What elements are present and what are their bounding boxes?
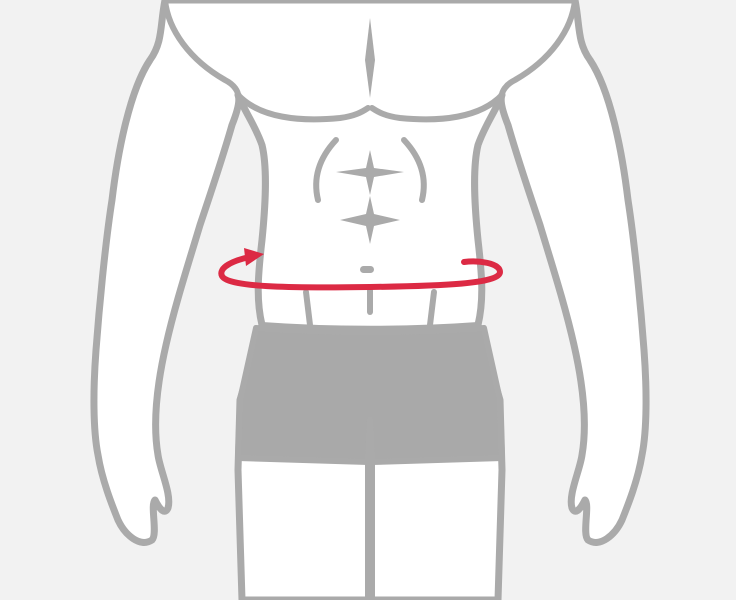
rib-right (401, 137, 427, 203)
shorts (235, 325, 505, 465)
neck-shoulder-left (162, 0, 241, 98)
neck-shoulder-right (499, 0, 578, 98)
chest-left (235, 92, 371, 123)
abs-upper (336, 150, 404, 195)
hip-line-left (303, 289, 313, 328)
chest-right (369, 92, 505, 123)
measure-tape-arrow-icon (244, 248, 264, 266)
navel (360, 266, 374, 273)
hip-line-right (427, 289, 437, 328)
measure-tape (218, 253, 504, 291)
rib-left (313, 137, 339, 203)
abs-middle (340, 196, 400, 244)
waistband-top (259, 322, 481, 332)
sternum-line (365, 18, 375, 98)
